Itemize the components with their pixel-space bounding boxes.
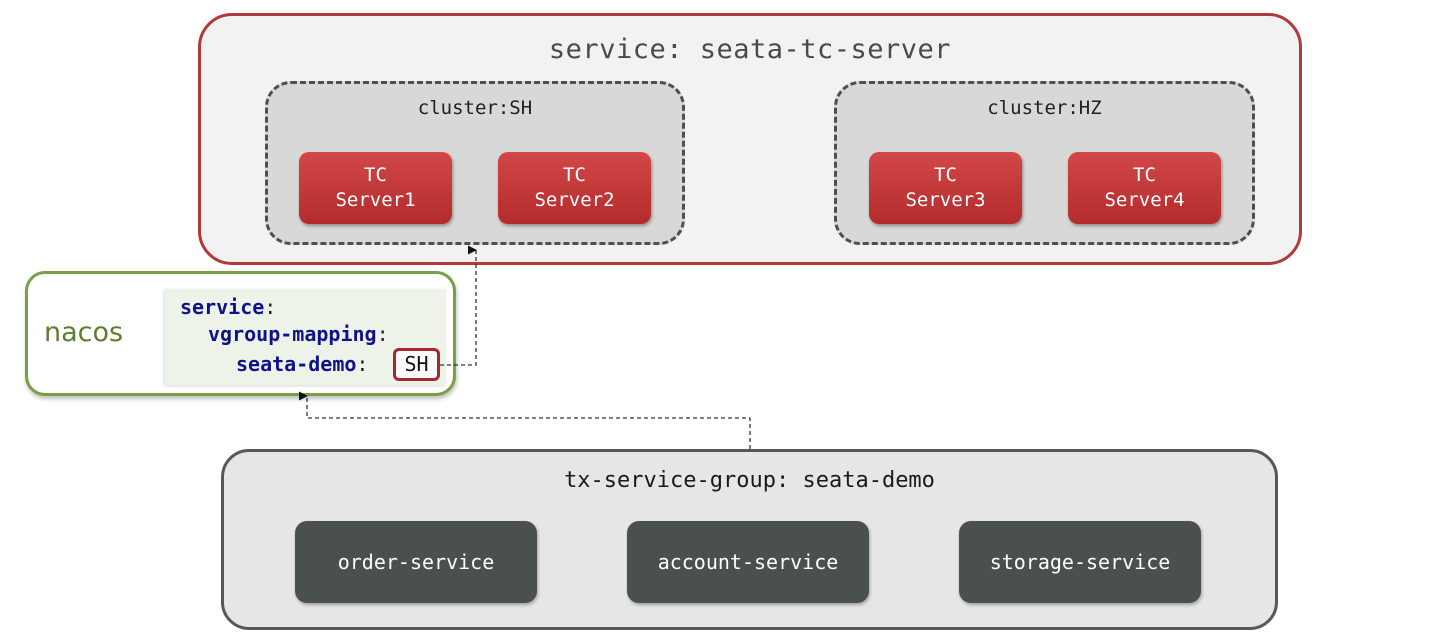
tc-server-2-line1: TC xyxy=(563,164,586,186)
tx-service-group-title: tx-service-group: seata-demo xyxy=(564,468,935,493)
config-value-sh: SH xyxy=(393,348,440,381)
config-line-vgroup-mapping: vgroup-mapping: xyxy=(208,322,389,346)
cluster-hz-title: cluster:HZ xyxy=(987,97,1102,119)
config-key-service: service xyxy=(180,295,265,319)
tc-server-4-line2: Server4 xyxy=(1104,189,1185,211)
tc-server-3: TC Server3 xyxy=(869,152,1022,224)
config-line-service: service: xyxy=(180,295,276,319)
lookup-arrow-to-nacos xyxy=(298,391,751,449)
order-service-box: order-service xyxy=(295,521,537,603)
mapping-arrow-to-cluster-sh xyxy=(440,245,477,366)
storage-service-box: storage-service xyxy=(959,521,1201,603)
account-service-box: account-service xyxy=(627,521,869,603)
service-title: service: seata-tc-server xyxy=(548,34,952,65)
tc-server-1-line2: Server1 xyxy=(335,189,416,211)
config-line-seata-demo: seata-demo: xyxy=(236,352,368,376)
tc-server-3-line1: TC xyxy=(934,164,957,186)
tc-server-2: TC Server2 xyxy=(498,152,651,224)
tc-server-3-line2: Server3 xyxy=(905,189,986,211)
cluster-sh-title: cluster:SH xyxy=(417,97,533,119)
tc-server-2-line2: Server2 xyxy=(534,189,615,211)
tc-server-1: TC Server1 xyxy=(299,152,452,224)
nacos-label: nacos xyxy=(44,317,124,348)
config-colon: : xyxy=(376,322,389,346)
tc-server-4-line1: TC xyxy=(1133,164,1156,186)
config-colon: : xyxy=(356,352,369,376)
config-colon: : xyxy=(264,295,277,319)
config-key-vgroup-mapping: vgroup-mapping xyxy=(208,322,377,346)
tc-server-4: TC Server4 xyxy=(1068,152,1221,224)
config-key-seata-demo: seata-demo xyxy=(236,352,357,376)
tc-server-1-line1: TC xyxy=(364,164,387,186)
